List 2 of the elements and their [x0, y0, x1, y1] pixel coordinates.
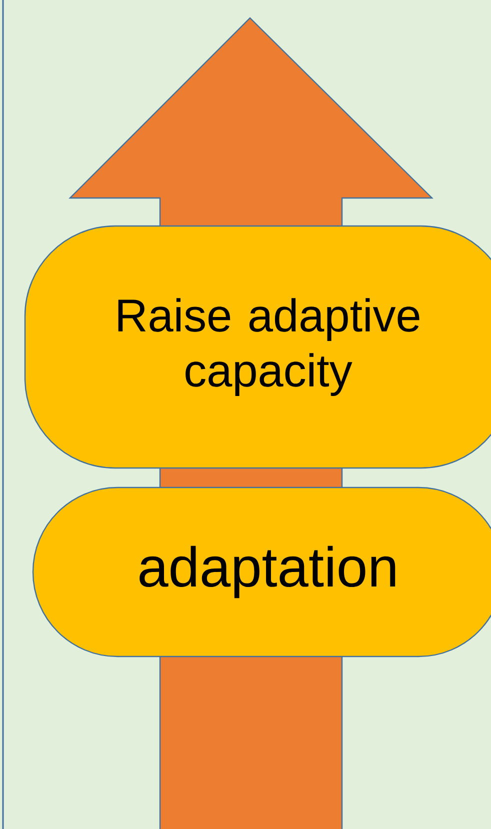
rounded-box: Raise adaptive capacity [24, 225, 491, 469]
rounded-box: adaptation [32, 486, 491, 658]
